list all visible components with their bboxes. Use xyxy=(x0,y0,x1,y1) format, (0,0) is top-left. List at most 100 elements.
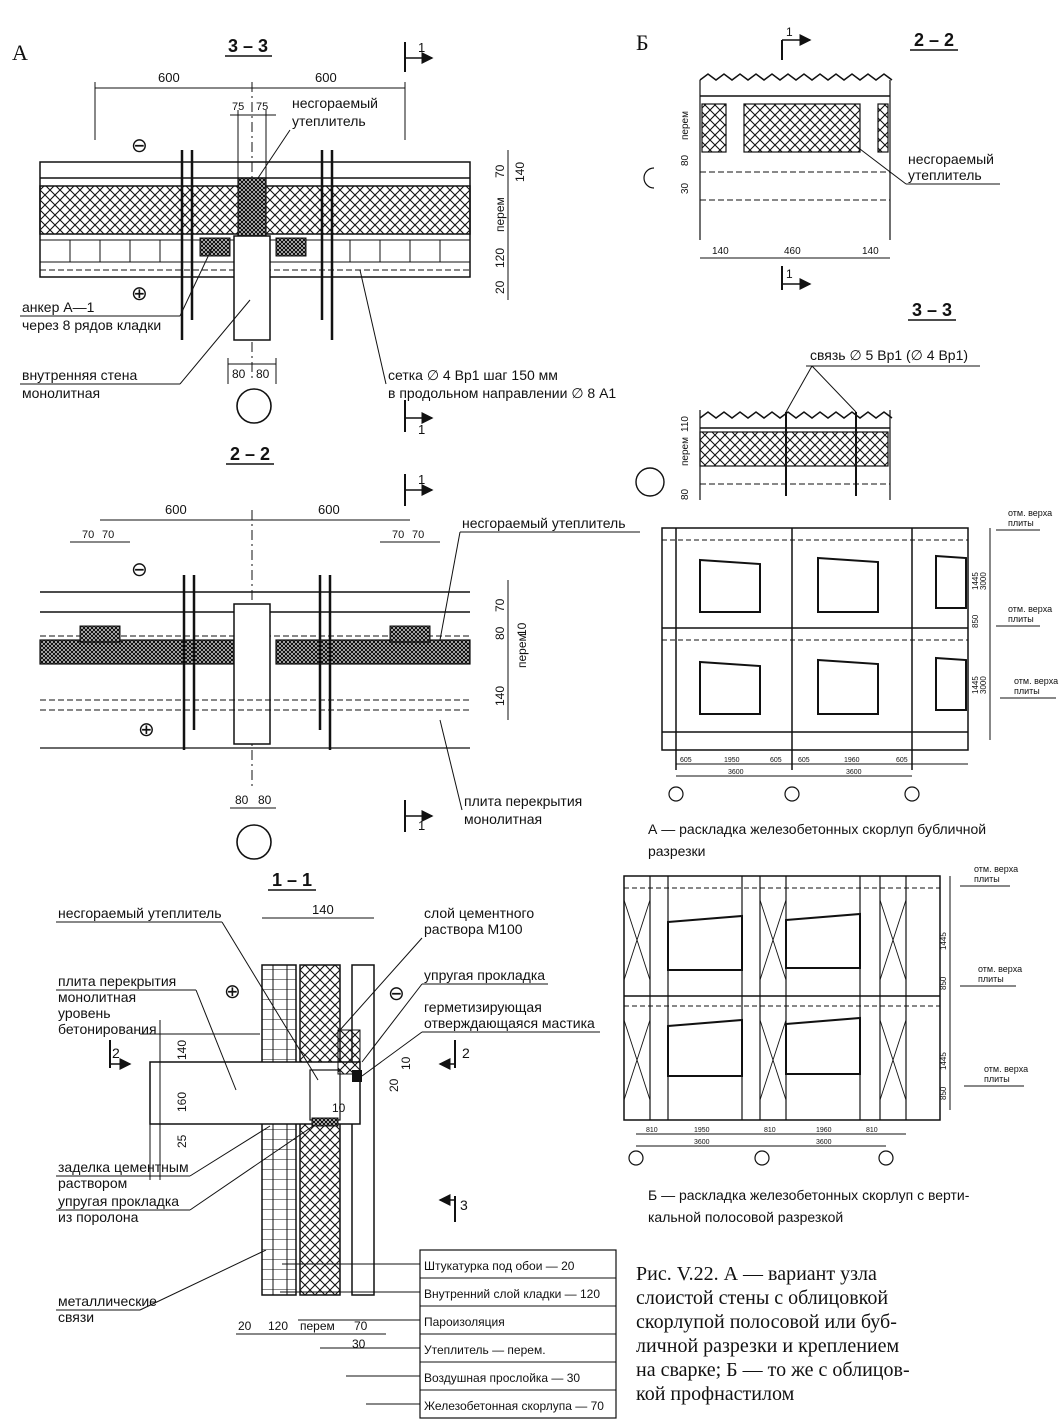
dim-10: 10 xyxy=(399,1056,413,1070)
section-2-2-b: 2 – 2 1 перем 80 30 140 460 140 1 несгор… xyxy=(643,25,1000,290)
dim-1445b: 1445 xyxy=(939,1052,948,1070)
caption-2: разрезки xyxy=(648,843,705,859)
b-1950: 1950 xyxy=(694,1127,710,1134)
layer-row: Внутренний слой кладки — 120 xyxy=(424,1287,600,1301)
layer-row: Железобетонная скорлупа — 70 xyxy=(424,1399,604,1413)
label-foam-1: упругая прокладка xyxy=(58,1193,179,1209)
b-3600a: 3600 xyxy=(728,769,744,776)
b-1960: 1960 xyxy=(816,1127,832,1134)
dim-3000b: 3000 xyxy=(979,676,988,694)
dim-perem: перем xyxy=(680,437,691,466)
label-foam-2: из поролона xyxy=(58,1209,139,1225)
dim-10: 10 xyxy=(515,622,529,636)
label-mesh-2: в продольном направлении ∅ 8 А1 xyxy=(388,385,616,401)
axis-bubble xyxy=(236,388,272,424)
elevation-a: 3000 1445 850 3000 1445 отм. верха плиты… xyxy=(648,508,1058,859)
label-mesh-1: сетка ∅ 4 Вр1 шаг 150 мм xyxy=(388,367,558,383)
dim-110: 110 xyxy=(680,416,691,432)
elevation-b: 1445 850 1445 850 отм. верха плиты отм. … xyxy=(623,864,1028,1225)
b-810c: 810 xyxy=(866,1127,878,1134)
plus-sign: ⊕ xyxy=(224,981,241,1003)
dim-140: 140 xyxy=(493,686,507,706)
dim-140-top: 140 xyxy=(312,902,334,917)
label-slab-2: монолитная xyxy=(464,811,542,827)
b-810b: 810 xyxy=(764,1127,776,1134)
dim-850b: 850 xyxy=(939,1086,948,1100)
label-ties-2: связи xyxy=(58,1309,94,1325)
minus-sign: ⊖ xyxy=(131,559,148,581)
dim-160: 160 xyxy=(175,1092,189,1112)
dim-20: 20 xyxy=(387,1078,401,1092)
layer-row: Пароизоляция xyxy=(424,1315,505,1329)
bot-label-1: отм. верха xyxy=(1014,676,1058,686)
dim-600-left: 600 xyxy=(158,70,180,85)
minus-sign: ⊖ xyxy=(388,983,405,1005)
caption-line: на сварке; Б — то же с облицов- xyxy=(636,1359,910,1381)
dim-600-left: 600 xyxy=(165,502,187,517)
panel-a-marker: А xyxy=(12,40,28,65)
dim-70b: 70 xyxy=(102,529,114,541)
section-title: 3 – 3 xyxy=(912,300,952,320)
layer-row: Утеплитель — перем. xyxy=(424,1343,546,1357)
label-wall-1: внутренняя стена xyxy=(22,367,137,383)
minus-sign: ⊖ xyxy=(131,135,148,157)
caption-1: Б — раскладка железобетонных скорлуп с в… xyxy=(648,1187,970,1203)
section-title: 3 – 3 xyxy=(228,36,268,56)
bottom-20: 20 xyxy=(238,1319,252,1333)
dim-80a: 80 xyxy=(232,367,246,381)
plus-sign: ⊕ xyxy=(138,719,155,741)
caption-line: кой профнастилом xyxy=(636,1383,795,1405)
section-title: 1 – 1 xyxy=(272,870,312,890)
dim-80: 80 xyxy=(680,154,691,166)
cut-2-right: 2 xyxy=(462,1045,470,1061)
bottom-70: 70 xyxy=(354,1319,368,1333)
label-slab-1: плита перекрытия xyxy=(58,973,176,989)
label-insulation: несгораемый утеплитель xyxy=(58,905,222,921)
bottom-30: 30 xyxy=(352,1337,366,1351)
dim-850a: 850 xyxy=(939,976,948,990)
dim-perem: перем xyxy=(493,197,507,232)
label-anchor-2: через 8 рядов кладки xyxy=(22,317,161,333)
caption-1: А — раскладка железобетонных скорлуп буб… xyxy=(648,821,986,837)
figure-caption: Рис. V.22. А — вариант узла слоистой сте… xyxy=(636,1263,910,1405)
dim-1445a: 1445 xyxy=(939,932,948,950)
dim-80b: 80 xyxy=(258,793,272,807)
section-3-3-b: 3 – 3 связь ∅ 5 Вр1 (∅ 4 Вр1) 110 перем … xyxy=(635,300,980,500)
plus-sign: ⊕ xyxy=(131,283,148,305)
label-seal-1: заделка цементным xyxy=(58,1159,189,1175)
top-label-2: плиты xyxy=(974,874,1000,884)
caption-line: скорлупой полосовой или буб- xyxy=(636,1311,897,1333)
section-title: 2 – 2 xyxy=(914,30,954,50)
caption-line: слоистой стены с облицовкой xyxy=(636,1287,888,1309)
mid-label-2: плиты xyxy=(978,974,1004,984)
cut-label: 1 xyxy=(418,40,425,55)
section-2-2-a: 2 – 2 1 1 600 600 70 70 70 70 xyxy=(39,444,640,860)
label-slab-2: монолитная xyxy=(58,989,136,1005)
label-insulation: несгораемый утеплитель xyxy=(462,515,626,531)
b-3600b: 3600 xyxy=(816,1139,832,1146)
dim-80: 80 xyxy=(680,488,691,500)
dim-20: 20 xyxy=(493,280,507,294)
caption-line: личной разрезки и креплением xyxy=(636,1335,900,1357)
dim-3000a: 3000 xyxy=(979,572,988,590)
mid-label-1: отм. верха xyxy=(978,964,1022,974)
top-label-1: отм. верха xyxy=(974,864,1018,874)
dim-80: 80 xyxy=(493,626,507,640)
label-slab-3: уровень xyxy=(58,1005,111,1021)
dim-600-right: 600 xyxy=(318,502,340,517)
cut-label-bottom: 1 xyxy=(418,422,425,437)
label-mortar-2: раствора М100 xyxy=(424,921,523,937)
label-insulation-1: несгораемый xyxy=(908,151,994,167)
b-810a: 810 xyxy=(646,1127,658,1134)
dim-80a: 80 xyxy=(235,793,249,807)
cut-label-bottom: 1 xyxy=(418,818,425,833)
panel-b-marker: Б xyxy=(636,30,649,55)
axis-bubble xyxy=(236,824,272,860)
dim-70d: 70 xyxy=(412,529,424,541)
b-605b: 605 xyxy=(770,757,782,764)
b-3600b: 3600 xyxy=(846,769,862,776)
label-ties-1: металлические xyxy=(58,1293,157,1309)
label-insulation-2: утеплитель xyxy=(908,167,982,183)
b-605d: 605 xyxy=(896,757,908,764)
label-wall-2: монолитная xyxy=(22,385,100,401)
